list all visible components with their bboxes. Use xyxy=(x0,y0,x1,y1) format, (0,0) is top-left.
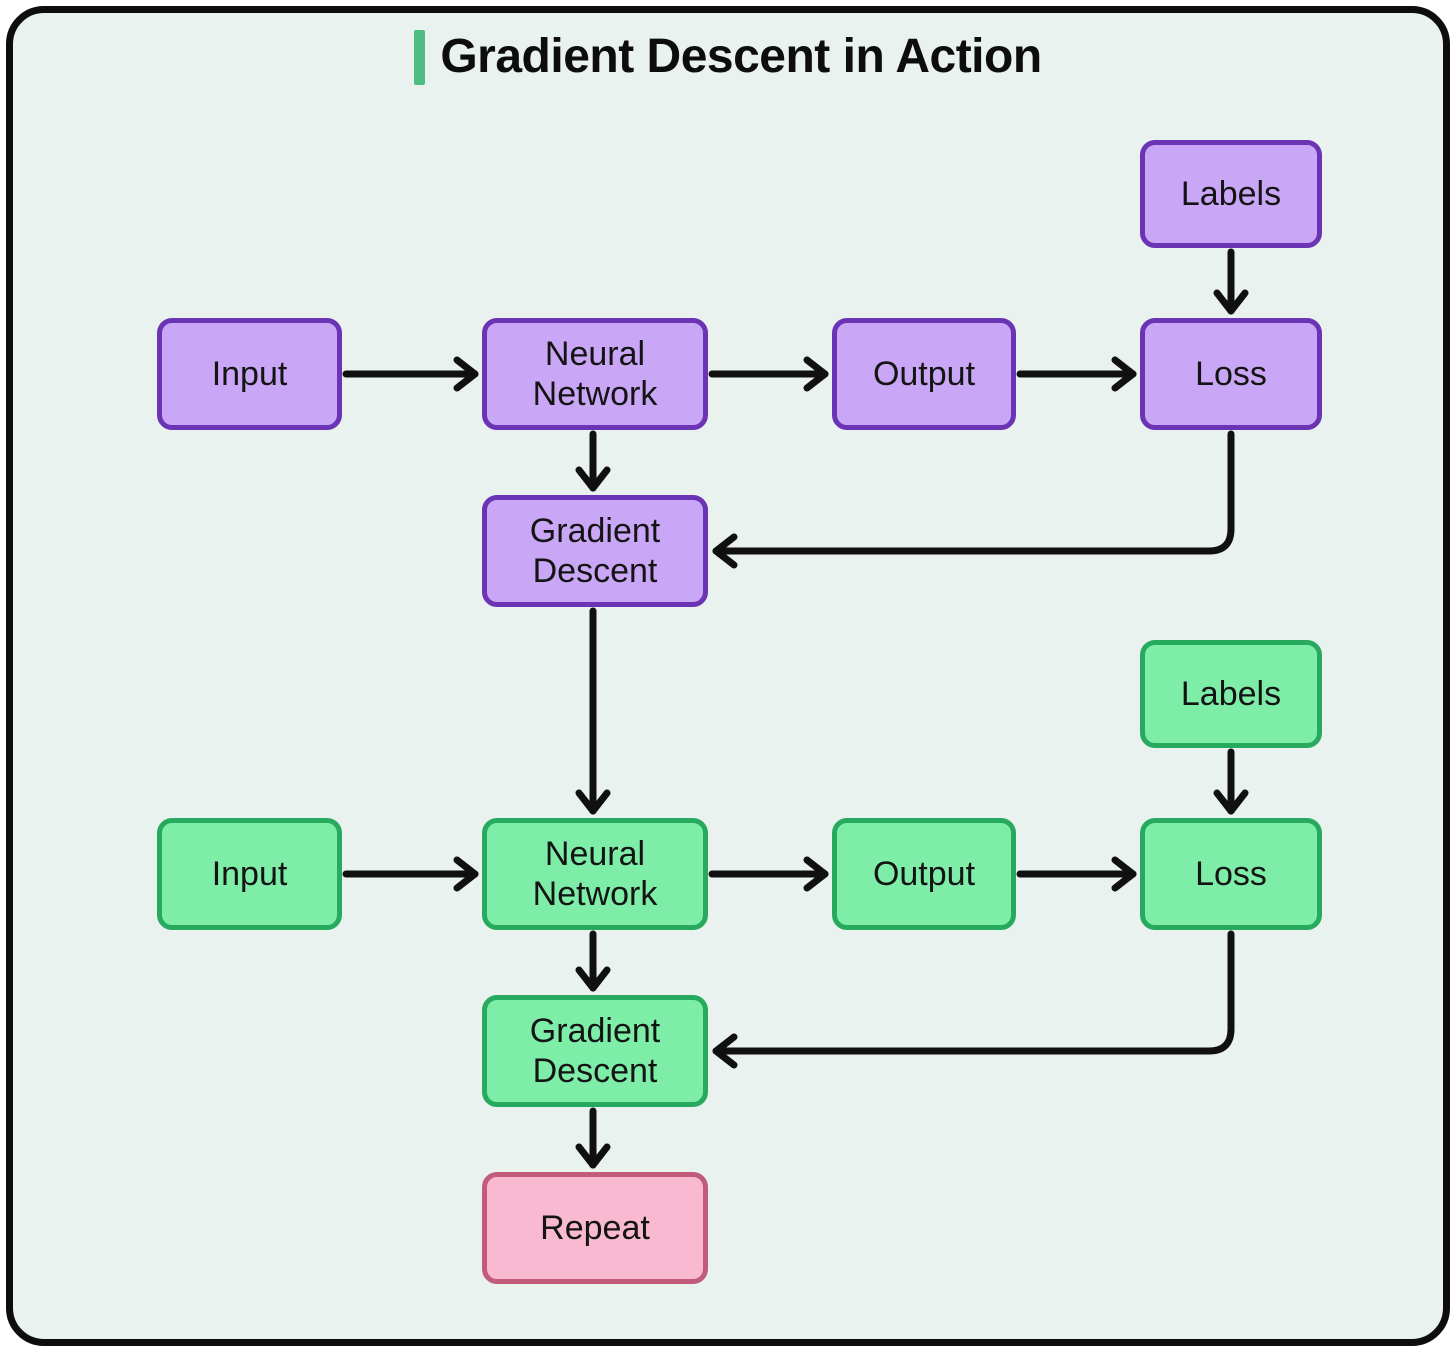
node-gradient-descent-pass2: Gradient Descent xyxy=(482,995,708,1107)
node-label: Loss xyxy=(1195,854,1267,893)
node-labels-pass2: Labels xyxy=(1140,640,1322,748)
page-title: Gradient Descent in Action xyxy=(440,30,1042,84)
node-input-pass2: Input xyxy=(157,818,342,930)
node-labels-pass1: Labels xyxy=(1140,140,1322,248)
title-row: Gradient Descent in Action xyxy=(0,30,1456,85)
node-label: Gradient Descent xyxy=(529,1011,661,1090)
node-output-pass1: Output xyxy=(832,318,1016,430)
node-label: Labels xyxy=(1180,174,1282,213)
node-label: Output xyxy=(872,354,976,393)
node-label: Loss xyxy=(1195,354,1267,393)
node-output-pass2: Output xyxy=(832,818,1016,930)
node-gradient-descent-pass1: Gradient Descent xyxy=(482,495,708,607)
title-accent-bar xyxy=(414,30,426,85)
node-neural-network-pass1: Neural Network xyxy=(482,318,708,430)
node-label: Neural Network xyxy=(532,834,658,913)
node-label: Gradient Descent xyxy=(529,511,661,590)
node-input-pass1: Input xyxy=(157,318,342,430)
node-label: Input xyxy=(211,354,288,393)
node-label: Neural Network xyxy=(532,334,658,413)
arrow-loss2-to-gradient2 xyxy=(712,930,1235,1069)
node-loss-pass2: Loss xyxy=(1140,818,1322,930)
node-neural-network-pass2: Neural Network xyxy=(482,818,708,930)
node-loss-pass1: Loss xyxy=(1140,318,1322,430)
node-label: Labels xyxy=(1180,674,1282,713)
node-label: Output xyxy=(872,854,976,893)
node-repeat: Repeat xyxy=(482,1172,708,1284)
node-label: Repeat xyxy=(540,1208,650,1247)
node-label: Input xyxy=(211,854,288,893)
arrow-loss1-to-gradient1 xyxy=(712,430,1235,569)
